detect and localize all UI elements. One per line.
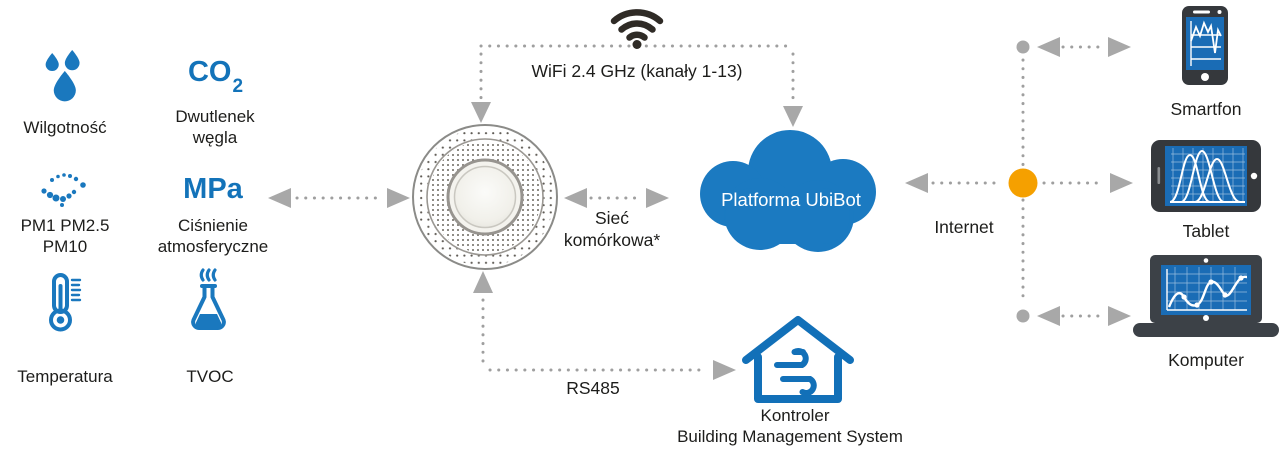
rs485-label: RS485 (566, 378, 620, 398)
cellular-label-line2: komórkowa* (563, 230, 661, 251)
humidity-drops-icon (45, 50, 80, 102)
thermometer-icon (49, 273, 82, 332)
tvoc-flask-icon (191, 268, 226, 330)
mpa-symbol: MPa (183, 173, 243, 205)
internet-hub-dot (1008, 168, 1038, 198)
flask-liquid (195, 314, 222, 328)
laptop-icon (1133, 255, 1279, 337)
co2-label-line1: Dwutlenek (175, 107, 255, 126)
arrow-left-to-hub-bottom (1037, 306, 1060, 326)
wifi-link-label: WiFi 2.4 GHz (kanały 1-13) (531, 61, 743, 81)
pressure-label: Ciśnienie atmosferyczne (148, 215, 278, 258)
pressure-label-line1: Ciśnienie (178, 216, 248, 235)
bms-label-line2: Building Management System (677, 427, 903, 446)
tablet-icon (1151, 140, 1261, 212)
co2-label: Dwutlenek węgla (150, 106, 280, 149)
arrow-right-to-device (387, 188, 410, 208)
co2-symbol: CO2 (150, 56, 280, 97)
temperature-label: Temperatura (17, 367, 113, 386)
smartphone-label: Smartfon (1170, 99, 1242, 119)
arrow-up-to-device-rs485 (473, 271, 493, 293)
arrow-right-to-computer (1108, 306, 1131, 326)
ubibot-sensor-device (412, 124, 558, 270)
arrow-down-to-cloud-wifi (783, 106, 803, 127)
ubibot-cloud (700, 130, 876, 252)
computer-label: Komputer (1168, 350, 1244, 370)
smartphone-icon (1182, 6, 1228, 85)
co2-symbol-main: CO (187, 56, 232, 88)
tablet-label: Tablet (1182, 221, 1230, 241)
internet-label: Internet (934, 217, 994, 237)
pm-label-line2: PM10 (42, 237, 88, 257)
branch-junction-dot-bottom (1016, 309, 1030, 323)
co2-label-line2: węgla (192, 128, 238, 148)
branch-junction-dot-top (1016, 40, 1030, 54)
arrow-down-to-device-wifi (471, 102, 491, 123)
cellular-label-line1: Sieć (594, 208, 630, 228)
pm-label-line1: PM1 PM2.5 (20, 216, 110, 235)
arrow-left-to-sensors (268, 188, 291, 208)
cloud-platform-label: Platforma UbiBot (721, 189, 861, 210)
co2-symbol-sub: 2 (232, 75, 244, 97)
arrow-right-to-bms (713, 360, 736, 380)
arrow-left-to-cloud-internet (905, 173, 928, 193)
pm-particles-icon (41, 173, 86, 207)
arrow-right-to-smartphone (1108, 37, 1131, 57)
bms-label-line1: Kontroler (760, 406, 830, 425)
pm-label: PM1 PM2.5 PM10 (0, 215, 130, 258)
pressure-label-line2: atmosferyczne (157, 237, 269, 257)
wifi-icon (610, 9, 664, 49)
humidity-label: Wilgotność (23, 118, 107, 137)
arrow-left-to-hub-top (1037, 37, 1060, 57)
arrow-right-to-tablet (1110, 173, 1133, 193)
bms-house-icon (742, 316, 854, 403)
arrow-left-to-device-cellular (564, 188, 587, 208)
arrow-right-to-cloud-cellular (646, 188, 669, 208)
cellular-link-label: Sieć komórkowa* (532, 207, 692, 251)
tvoc-label: TVOC (186, 367, 234, 386)
airflow-icon (774, 348, 817, 396)
